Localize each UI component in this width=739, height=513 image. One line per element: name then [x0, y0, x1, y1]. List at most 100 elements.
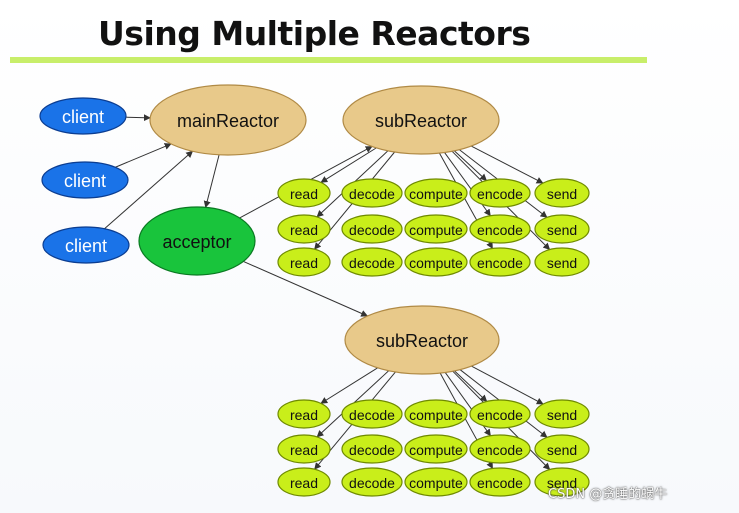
task-encode-g1-r3-shape: [469, 247, 531, 277]
client-node-1-label: client: [62, 107, 104, 127]
task-read-g1-r2-label: read: [290, 222, 318, 238]
task-compute-g1-r2: compute: [404, 214, 468, 244]
task-send-g1-r2: send: [534, 214, 590, 244]
task-read-g1-r1-label: read: [290, 186, 318, 202]
task-compute-g1-r1-label: compute: [409, 186, 463, 202]
sub-reactor-node-2: subReactor: [344, 305, 500, 375]
acceptor-node: acceptor: [138, 206, 256, 276]
task-decode-g1-r2-shape: [341, 214, 403, 244]
task-read-g2-r2: read: [277, 434, 331, 464]
edge-client-3-main-reactor: [104, 150, 194, 230]
client-node-2-shape: [41, 161, 129, 199]
title-underline: [10, 57, 647, 63]
task-send-g1-r1-label: send: [547, 186, 577, 202]
task-send-g2-r3-label: send: [547, 475, 577, 491]
task-compute-g1-r1: compute: [404, 178, 468, 208]
task-compute-g1-r1-shape: [404, 178, 468, 208]
task-decode-g1-r1: decode: [341, 178, 403, 208]
task-encode-g1-r1-shape: [469, 178, 531, 208]
task-read-g1-r1-shape: [277, 178, 331, 208]
task-decode-g2-r1-shape: [341, 399, 403, 429]
task-compute-g2-r3-shape: [404, 467, 468, 497]
edge-sub-reactor-1-send-r1: [471, 145, 544, 184]
task-encode-g1-r2-label: encode: [477, 222, 523, 238]
edge-sub-reactor-1-encode-r1: [453, 150, 487, 181]
main-reactor-node-shape: [149, 84, 307, 156]
task-decode-g1-r3: decode: [341, 247, 403, 277]
sub-reactor-node-2-label: subReactor: [376, 331, 468, 351]
task-encode-g1-r2-shape: [469, 214, 531, 244]
task-read-g2-r2-shape: [277, 434, 331, 464]
task-decode-g1-r2-label: decode: [349, 222, 395, 238]
task-read-g1-r1: read: [277, 178, 331, 208]
task-compute-g2-r2-shape: [404, 434, 468, 464]
task-encode-g2-r3-shape: [469, 467, 531, 497]
task-read-g1-r2: read: [277, 214, 331, 244]
task-compute-g2-r1: compute: [404, 399, 468, 429]
task-decode-g2-r3-shape: [341, 467, 403, 497]
task-encode-g2-r3-label: encode: [477, 475, 523, 491]
task-send-g2-r1-shape: [534, 399, 590, 429]
task-send-g1-r2-shape: [534, 214, 590, 244]
task-encode-g2-r2-shape: [469, 434, 531, 464]
task-read-g2-r1: read: [277, 399, 331, 429]
task-decode-g1-r1-shape: [341, 178, 403, 208]
task-send-g1-r3-label: send: [547, 255, 577, 271]
task-read-g2-r2-label: read: [290, 442, 318, 458]
task-encode-g2-r1-label: encode: [477, 407, 523, 423]
edge-client-2-main-reactor: [115, 143, 172, 168]
task-read-g2-r1-shape: [277, 399, 331, 429]
task-read-g1-r3-shape: [277, 247, 331, 277]
task-compute-g2-r1-label: compute: [409, 407, 463, 423]
task-send-g2-r1-label: send: [547, 407, 577, 423]
edge-main-reactor-acceptor: [203, 154, 220, 209]
acceptor-node-label: acceptor: [162, 232, 231, 252]
task-encode-g2-r1-shape: [469, 399, 531, 429]
task-compute-g1-r3-label: compute: [409, 255, 463, 271]
task-decode-g2-r1: decode: [341, 399, 403, 429]
task-encode-g1-r1: encode: [469, 178, 531, 208]
edge-client-1-main-reactor: [125, 114, 151, 122]
task-send-g2-r2-shape: [534, 434, 590, 464]
task-compute-g2-r2: compute: [404, 434, 468, 464]
task-decode-g2-r3: decode: [341, 467, 403, 497]
task-encode-g1-r1-label: encode: [477, 186, 523, 202]
client-node-2-label: client: [64, 171, 106, 191]
sub-reactor-node-1: subReactor: [342, 85, 500, 155]
task-decode-g2-r3-label: decode: [349, 475, 395, 491]
task-send-g1-r1: send: [534, 178, 590, 208]
main-reactor-node: mainReactor: [149, 84, 307, 156]
task-send-g2-r3: send: [534, 467, 590, 497]
edge-acceptor-sub-reactor-2: [243, 260, 369, 317]
task-send-g1-r3-shape: [534, 247, 590, 277]
task-encode-g2-r2: encode: [469, 434, 531, 464]
client-node-1: client: [39, 97, 127, 135]
task-compute-g1-r2-shape: [404, 214, 468, 244]
client-node-3: client: [42, 226, 130, 264]
task-decode-g2-r2-shape: [341, 434, 403, 464]
task-decode-g2-r1-label: decode: [349, 407, 395, 423]
task-compute-g1-r3-shape: [404, 247, 468, 277]
task-send-g2-r2: send: [534, 434, 590, 464]
client-node-3-label: client: [65, 236, 107, 256]
task-decode-g1-r1-label: decode: [349, 186, 395, 202]
task-read-g1-r3-label: read: [290, 255, 318, 271]
task-compute-g2-r1-shape: [404, 399, 468, 429]
sub-reactor-node-1-label: subReactor: [375, 111, 467, 131]
task-read-g1-r3: read: [277, 247, 331, 277]
node-layer: client client client mainReactor acceptor sub…: [39, 84, 590, 497]
task-compute-g1-r2-label: compute: [409, 222, 463, 238]
client-node-2: client: [41, 161, 129, 199]
task-read-g1-r2-shape: [277, 214, 331, 244]
task-encode-g1-r2: encode: [469, 214, 531, 244]
task-encode-g2-r1: encode: [469, 399, 531, 429]
client-node-3-shape: [42, 226, 130, 264]
acceptor-node-shape: [138, 206, 256, 276]
sub-reactor-node-2-shape: [344, 305, 500, 375]
task-send-g1-r2-label: send: [547, 222, 577, 238]
task-send-g2-r2-label: send: [547, 442, 577, 458]
task-decode-g2-r2-label: decode: [349, 442, 395, 458]
sub-reactor-node-1-shape: [342, 85, 500, 155]
